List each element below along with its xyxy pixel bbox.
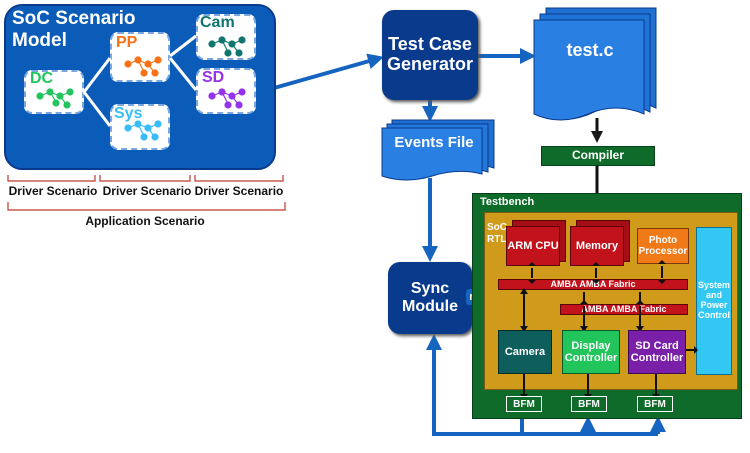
arrow-bfm-loop [426,334,524,436]
sync-module: Sync Module [388,262,472,334]
node-pp-label: PP [116,34,138,51]
bfm-sd: BFM [637,396,673,412]
system-power-control-box: System and Power Control [696,227,732,375]
bfm-display: BFM [571,396,607,412]
sd-graph-icon [208,88,246,109]
test-file-icon [533,7,657,121]
pp-graph-icon [124,56,162,77]
node-sd-label: SD [202,69,225,86]
driver-bracket-2 [99,175,191,182]
amba-fabric-2: AMBA AMBA Fabric [560,304,688,315]
events-file-label: Events File [394,134,474,151]
testbench-title: Testbench [480,196,535,208]
compiler-box: Compiler [541,146,655,166]
application-scenario-label: Application Scenario [85,214,205,228]
test-file-label: test.c [566,40,614,60]
node-pp [110,32,170,82]
driver-bracket-1 [7,175,96,182]
driver-scenario-label-1: Driver Scenario [8,184,98,198]
driver-bracket-3 [194,175,284,182]
sys-graph-icon [124,120,162,141]
arrow-model-to-generator [273,53,384,90]
node-dc [24,70,84,114]
soc-interconnect-layer [520,260,698,400]
bfm-camera: BFM [506,396,542,412]
test-case-generator: Test Case Generator [382,10,478,100]
sd-card-controller-box: SD Card Controller [628,330,686,374]
memory-box: Memory [570,226,624,266]
amba-fabric-1: AMBA AMBA Fabric [498,279,688,290]
node-dc-label: DC [30,70,54,87]
node-cam-label: Cam [200,14,235,31]
node-sys-label: Sys [114,105,143,122]
camera-box: Camera [498,330,552,374]
events-file-icon [381,119,495,181]
dc-graph-icon [36,88,74,109]
soc-rtl-label: SoC RTL [487,222,507,245]
display-controller-box: Display Controller [562,330,620,374]
application-bracket [7,202,286,211]
model-graph-layer [36,34,246,141]
cam-graph-icon [208,36,246,57]
driver-scenario-label-2: Driver Scenario [102,184,192,198]
arm-cpu-box: ARM CPU [506,226,560,266]
driver-scenario-label-3: Driver Scenario [194,184,284,198]
photo-processor-box: Photo Processor [637,228,689,264]
scenario-model-title: SoC Scenario Model [12,8,136,51]
